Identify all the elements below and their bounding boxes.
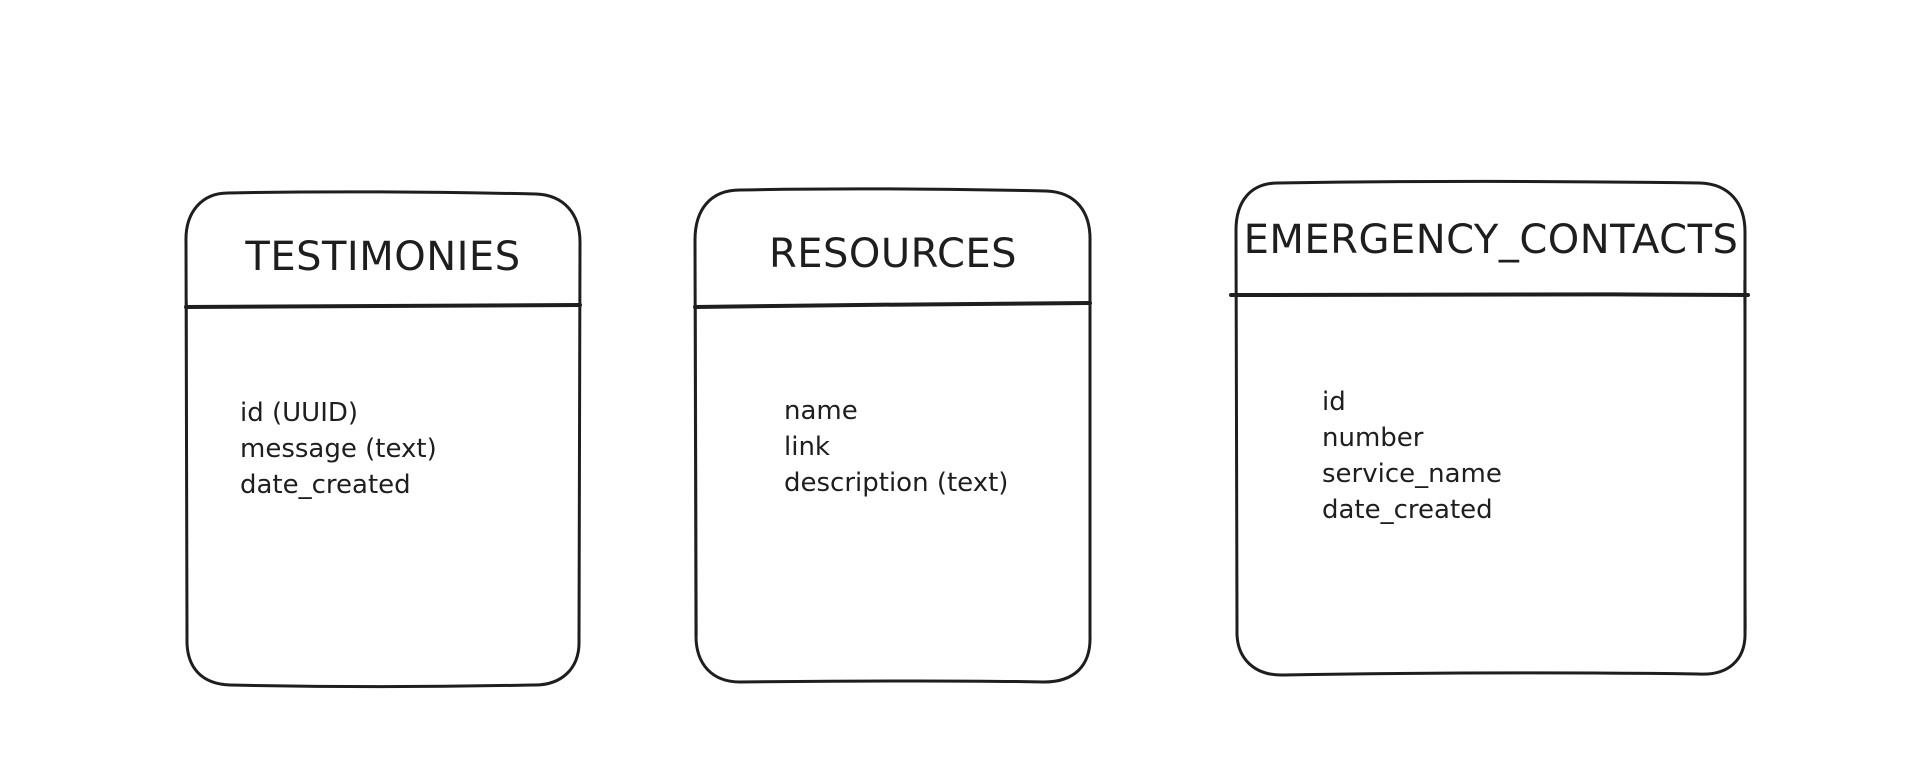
entity-resources-frame [693,187,1092,684]
entity-testimonies-fields: id (UUID) message (text) date_created [240,395,437,503]
field-item: link [784,432,830,462]
entity-resources[interactable]: RESOURCES name link description (text) [693,187,1092,684]
entity-emergency-contacts-frame [1229,180,1750,677]
field-item: description (text) [784,468,1009,498]
entity-resources-fields: name link description (text) [784,393,1008,501]
field-item: number [1322,423,1424,453]
field-item: id (UUID) [240,398,359,428]
field-item: id [1322,387,1346,417]
field-item: date_created [1322,495,1493,525]
entity-testimonies-frame [184,190,582,688]
entity-testimonies[interactable]: TESTIMONIES id (UUID) message (text) dat… [184,190,582,688]
entity-resources-title: RESOURCES [768,231,1018,277]
entity-emergency-contacts-title: EMERGENCY_CONTACTS [1243,217,1739,263]
entity-testimonies-title: TESTIMONIES [245,234,521,280]
field-item: service_name [1322,459,1502,489]
field-item: name [784,396,858,426]
entity-emergency-contacts[interactable]: EMERGENCY_CONTACTS id number service_nam… [1229,180,1750,680]
field-item: date_created [240,470,411,500]
field-item: message (text) [240,434,437,464]
entity-emergency-contacts-fields: id number service_name date_created [1322,384,1502,528]
